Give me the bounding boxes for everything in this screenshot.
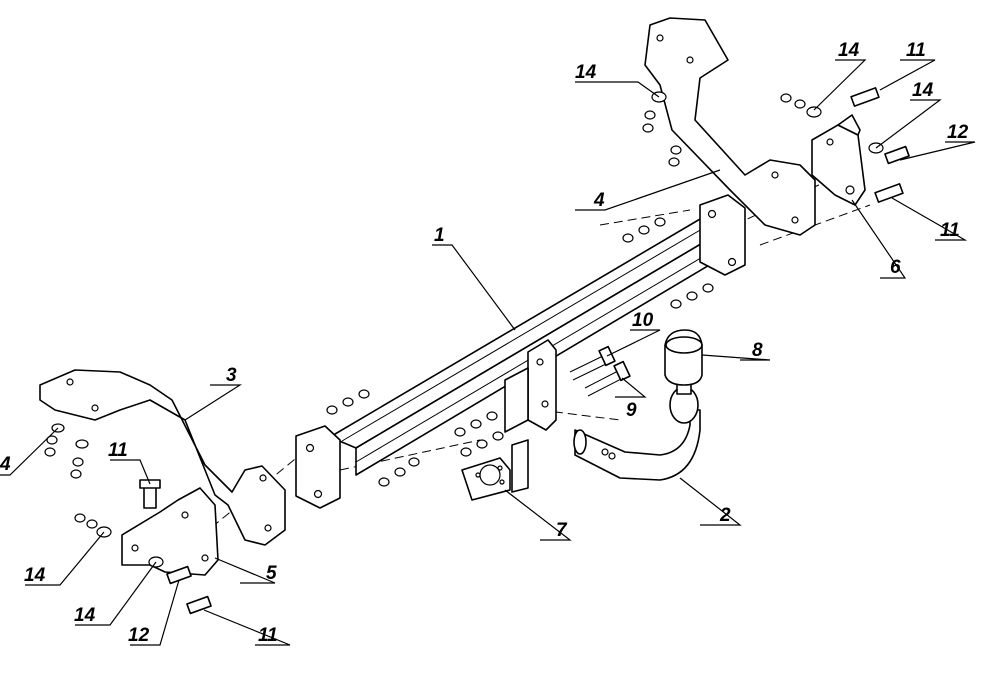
- bolts-part-9-10: [569, 345, 631, 397]
- label-part-2: 2: [719, 505, 731, 526]
- label-part-14-right-top: 14: [838, 40, 860, 61]
- part-labels: 1 2 3 4 4 5 6 7 8 9 10 11 11 11 11 12 12…: [0, 40, 969, 646]
- label-part-1: 1: [434, 225, 445, 246]
- label-part-8: 8: [752, 340, 763, 361]
- label-part-11-right-bottom: 11: [940, 220, 960, 241]
- label-part-7: 7: [556, 520, 568, 541]
- label-part-12-right: 12: [947, 122, 969, 143]
- label-part-6: 6: [890, 257, 901, 278]
- socket-plate-part-7: [461, 439, 529, 501]
- leader-lines: [0, 59, 976, 646]
- label-part-11-left-top: 11: [108, 440, 128, 461]
- label-part-10: 10: [632, 310, 654, 331]
- right-bracket-part-4: [644, 17, 816, 236]
- label-part-4-left: 4: [0, 454, 11, 475]
- label-part-14-right-mid: 14: [912, 80, 934, 101]
- ball-cap-part-8: [664, 329, 703, 386]
- left-plate-part-5: [121, 487, 219, 576]
- washers-and-nuts: [44, 91, 884, 568]
- label-part-14-lower-a: 14: [24, 565, 46, 586]
- label-part-14-top-left: 14: [575, 62, 597, 83]
- label-part-12-left: 12: [128, 625, 150, 646]
- label-part-11-left-bottom: 11: [258, 625, 278, 646]
- label-part-9: 9: [626, 400, 637, 421]
- crossbar-part-1: [295, 194, 746, 509]
- label-part-5: 5: [266, 563, 277, 584]
- label-part-14-lower-b: 14: [74, 605, 96, 626]
- left-bracket-part-3: [39, 369, 286, 546]
- right-plate-part-6: [811, 114, 866, 206]
- label-part-3: 3: [226, 365, 237, 386]
- label-part-11-right-top: 11: [906, 40, 926, 61]
- label-part-4-right: 4: [593, 190, 605, 211]
